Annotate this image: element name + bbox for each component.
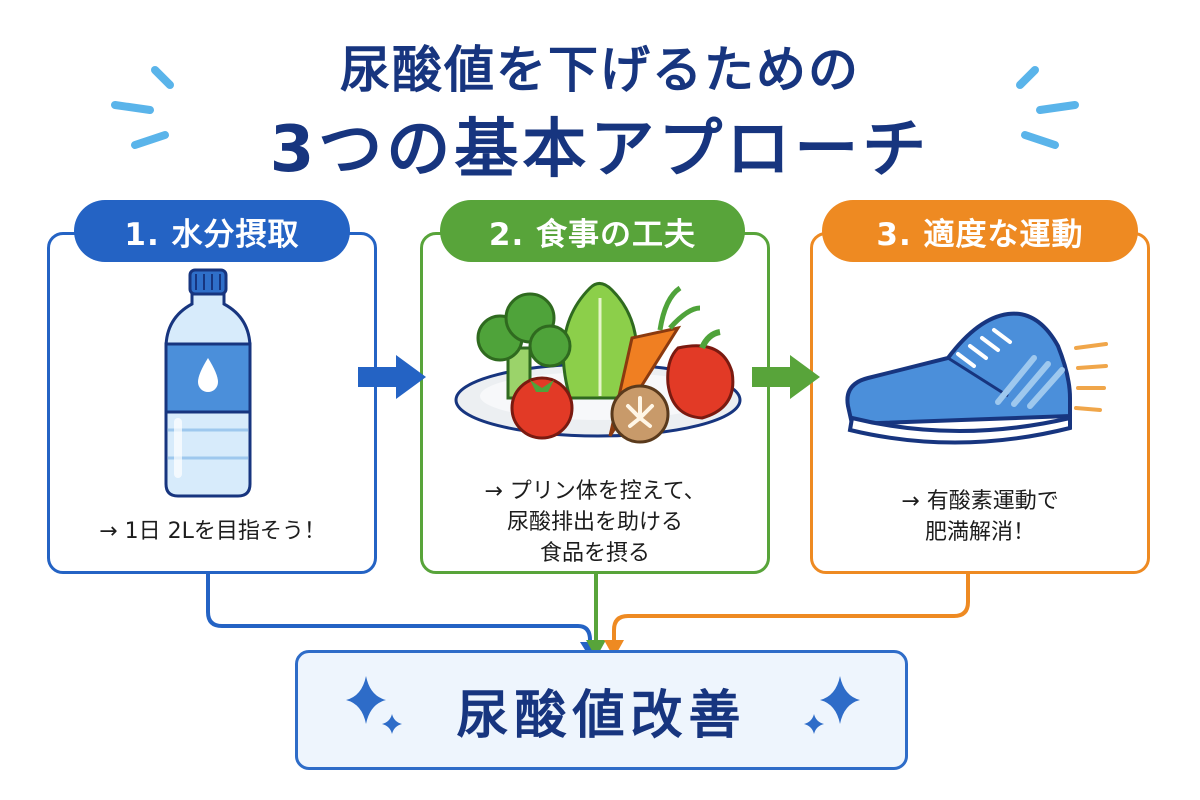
step-label-1: 1. 水分摂取 (74, 200, 350, 262)
running-shoe-icon (845, 311, 1108, 445)
sparkle-icon (346, 676, 402, 734)
burst-lines-right-icon (1016, 66, 1079, 149)
arrow-right-icon (752, 355, 820, 399)
description-line: 肥満解消！ (924, 520, 1035, 545)
result-box: 尿酸値改善 (295, 650, 908, 770)
step-description-1: → 1日 2Lを目指そう！ (55, 516, 370, 547)
title-line-1: 尿酸値を下げるための (340, 41, 860, 99)
water-bottle-icon (164, 268, 252, 498)
description-line: → 有酸素運動で (901, 489, 1059, 514)
result-label: 尿酸値改善 (456, 685, 747, 746)
step-description-2: → プリン体を控えて、 尿酸排出を助ける 食品を摂る (425, 476, 765, 569)
connector-3-to-result (612, 572, 970, 648)
description-line: 食品を摂る (539, 541, 650, 566)
description-line: → プリン体を控えて、 (484, 479, 706, 504)
arrow-right-icon (358, 355, 426, 399)
vegetable-plate-icon (454, 282, 742, 444)
description-line: → 1日 2Lを目指そう！ (99, 519, 326, 544)
step-label-2: 2. 食事の工夫 (440, 200, 745, 262)
connector-1-to-result (206, 572, 592, 650)
burst-lines-left-icon (111, 66, 174, 149)
title-line-2: 3つの基本アプローチ (269, 113, 931, 187)
step-description-3: → 有酸素運動で 肥満解消！ (815, 486, 1145, 548)
step-label-3: 3. 適度な運動 (822, 200, 1138, 262)
sparkle-icon (804, 676, 860, 734)
description-line: 尿酸排出を助ける (506, 510, 683, 535)
